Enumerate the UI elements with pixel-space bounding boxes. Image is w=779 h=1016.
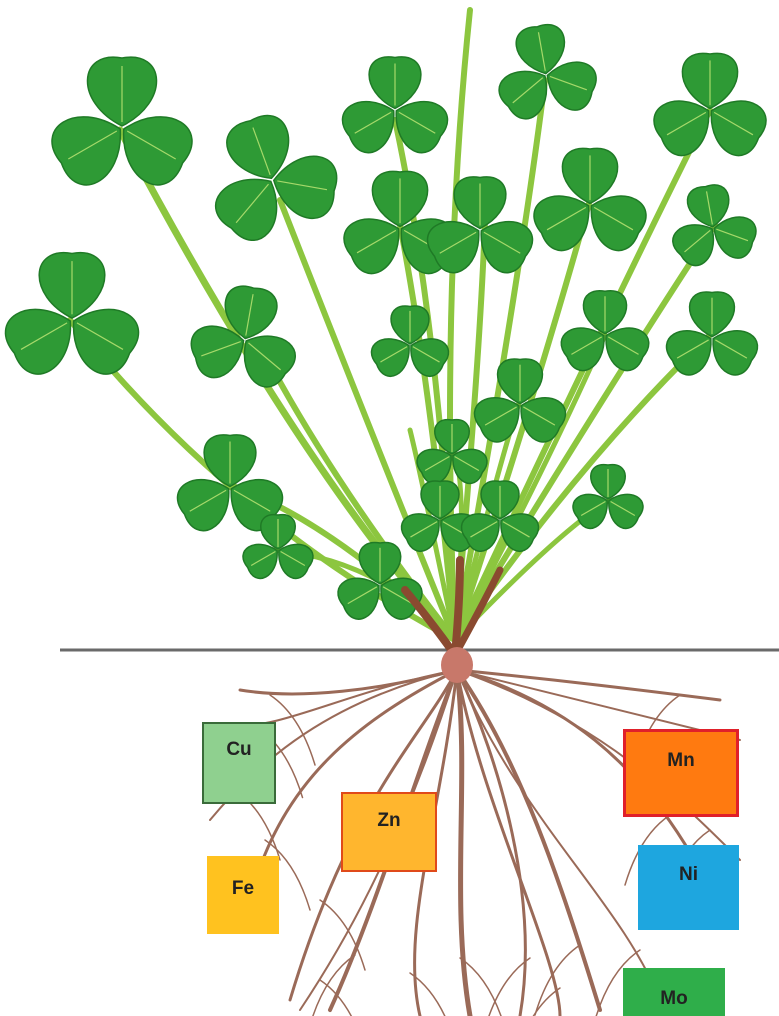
leaflet-2-0 [39,253,105,318]
clover-12 [661,292,763,380]
leaflet-8-0 [454,177,506,229]
root-system [210,670,740,1016]
element-label-fe: Fe [232,878,254,900]
clover-3 [186,283,302,394]
clover-leaves [0,22,773,624]
element-label-mo: Mo [660,988,687,1010]
clover-10 [667,183,760,272]
leaflet-7-0 [372,171,427,226]
leaflet-6-0 [682,53,737,108]
element-box-ni: Ni [638,845,739,930]
leaflet-11-0 [583,291,626,334]
leaflet-18-0 [591,465,626,499]
clover-11 [556,291,654,376]
clover-5 [492,22,600,125]
clover-6 [647,53,773,162]
leaflet-19-0 [359,543,400,584]
leaflet-16-0 [498,359,543,404]
leaflet-0-0 [87,57,156,126]
leaflet-4-0 [369,57,421,109]
clover-8 [421,177,539,279]
root-crown [441,647,473,683]
element-label-mn: Mn [667,750,694,772]
root-5 [240,670,457,694]
element-label-cu: Cu [226,739,251,761]
clover-2 [0,253,147,382]
element-box-mn: Mn [623,729,739,817]
leaflet-13-0 [204,435,256,487]
clover-9 [527,148,653,257]
element-label-zn: Zn [377,810,400,832]
leaflet-9-0 [562,148,617,203]
element-box-cu: Cu [202,722,276,804]
clover-15 [367,306,453,381]
clover-19 [333,543,427,625]
clover-4 [336,57,454,159]
element-label-ni: Ni [679,864,698,886]
leaflet-15-0 [391,306,429,344]
clover-1 [207,109,340,248]
element-box-mo: Mo [623,968,725,1016]
clover-0 [43,57,200,193]
element-box-fe: Fe [207,856,279,934]
leaflet-12-0 [690,292,735,337]
leaflet-14-0 [261,515,296,549]
element-box-zn: Zn [341,792,437,872]
